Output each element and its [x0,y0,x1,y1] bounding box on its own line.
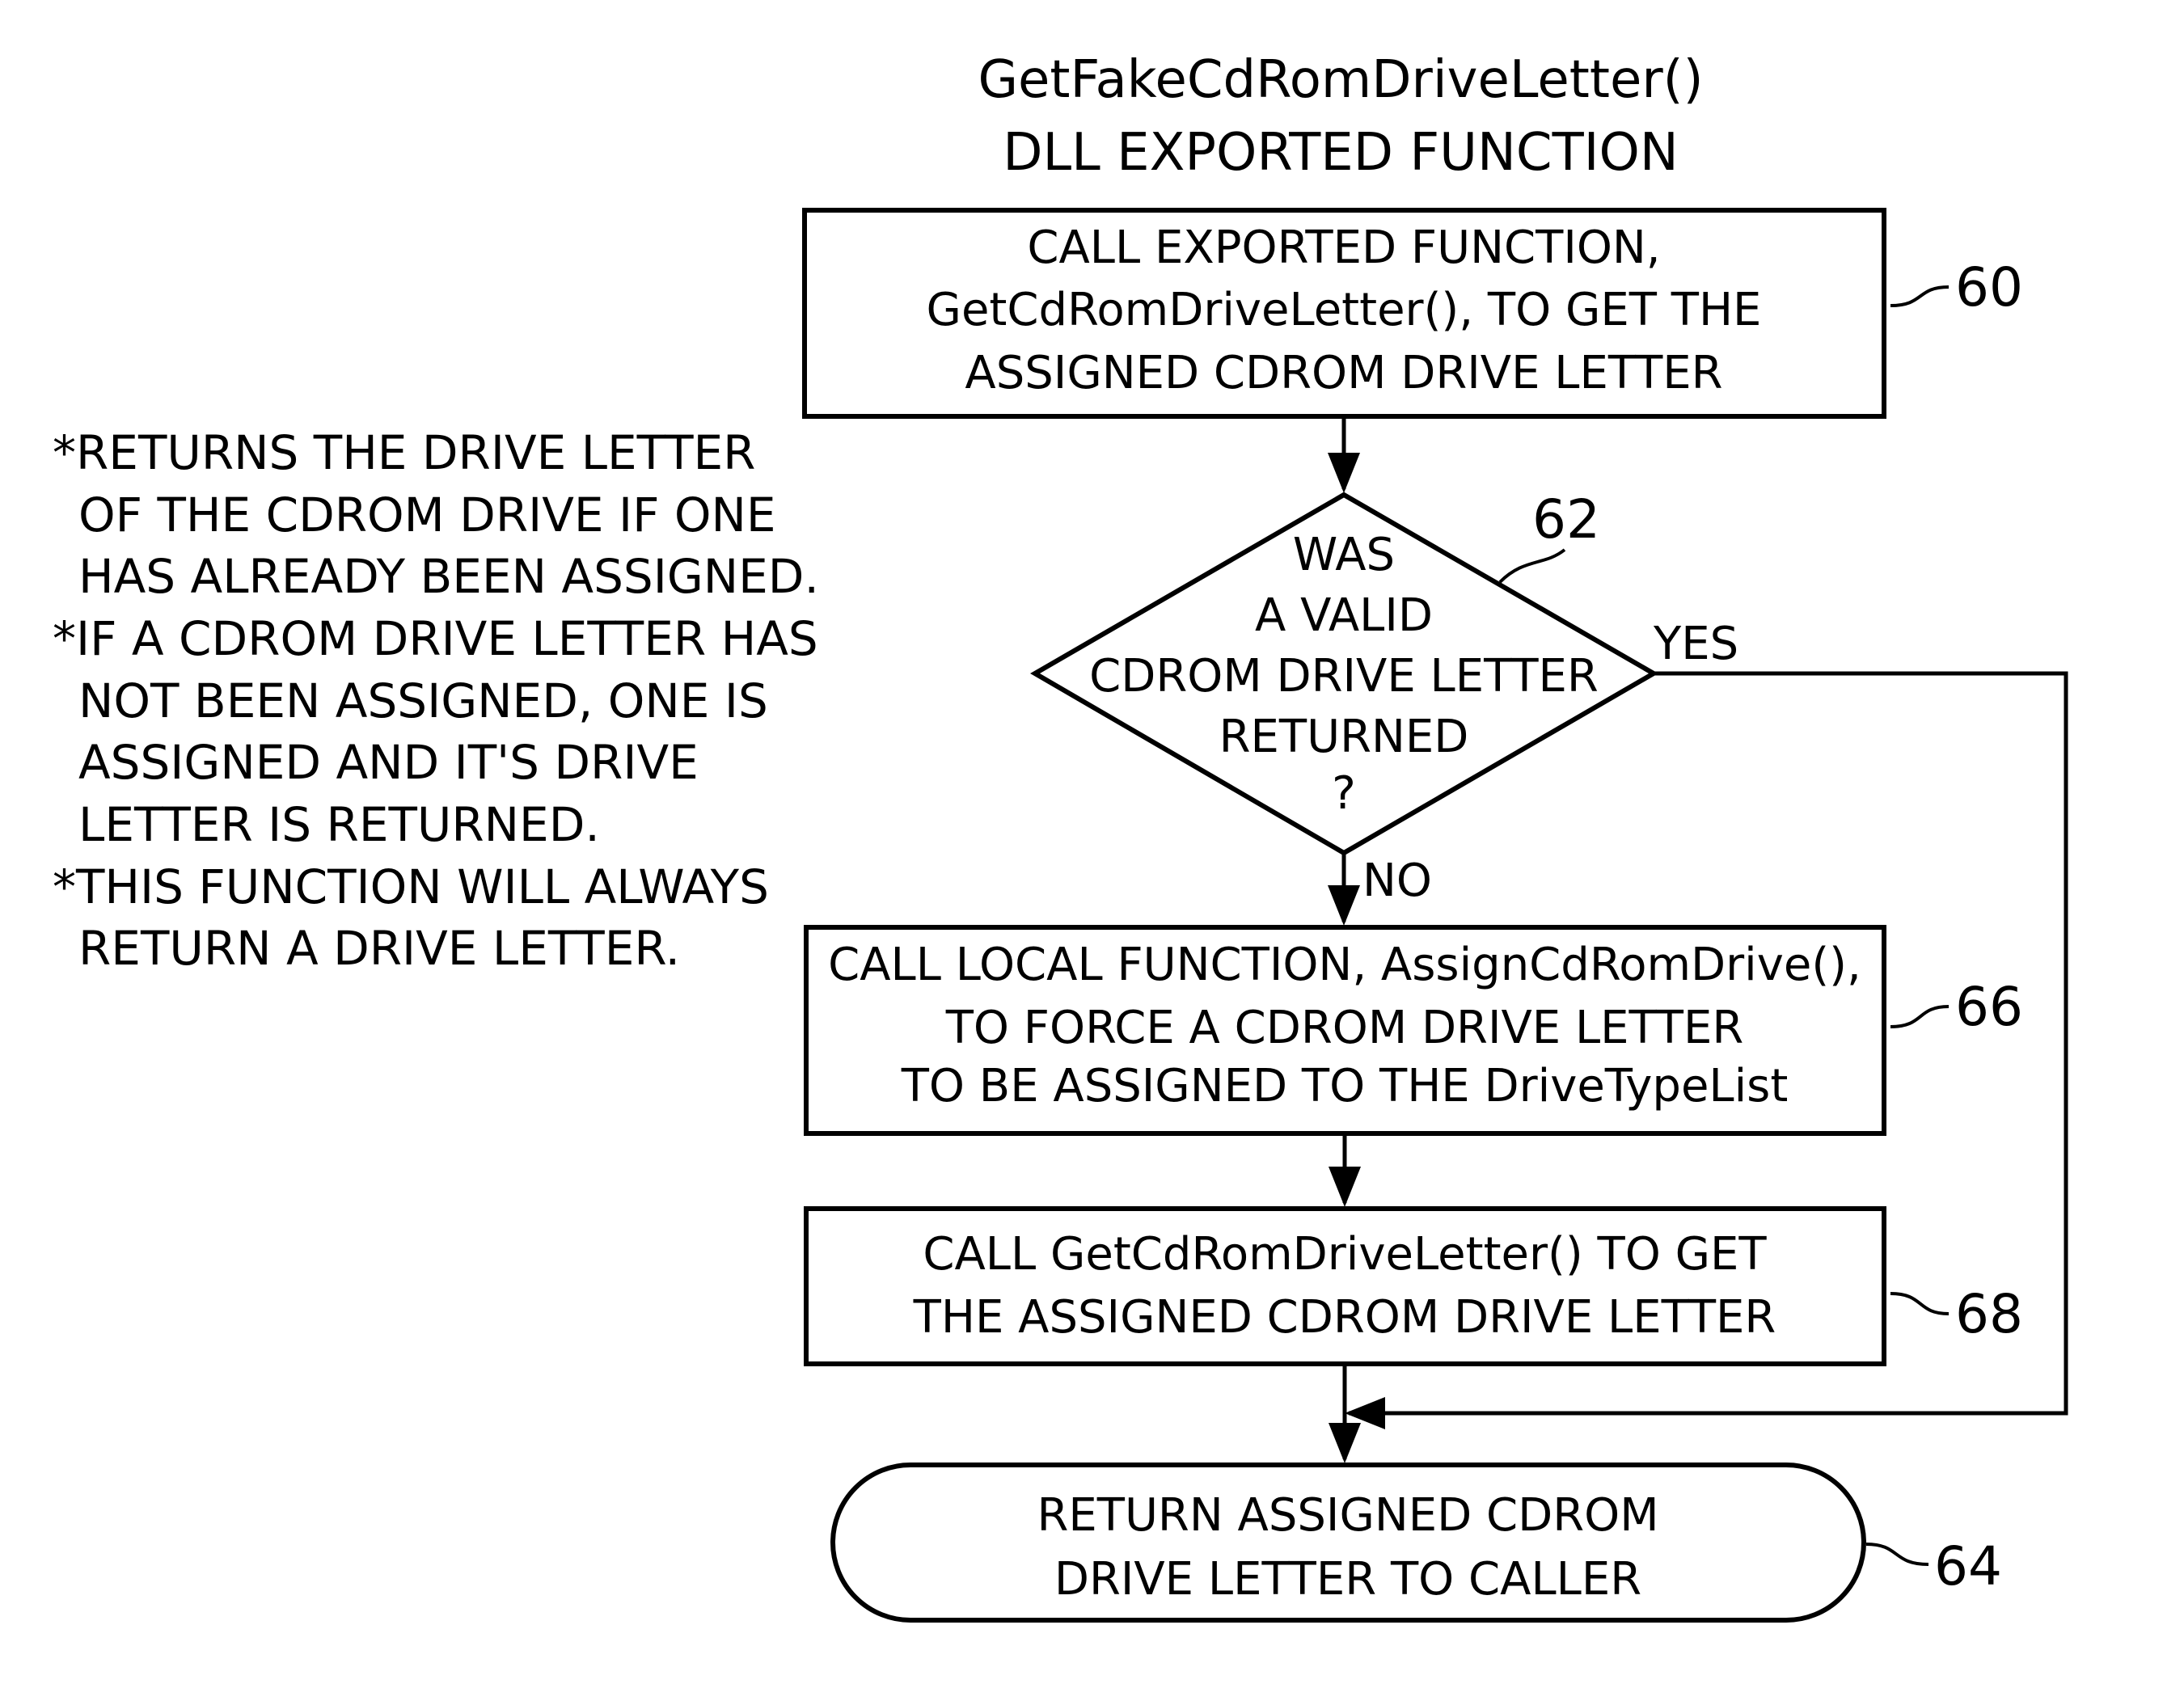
step-66-box: CALL LOCAL FUNCTION, AssignCdRomDrive(),… [806,927,1884,1133]
ref-60-leader [1890,287,1949,306]
note-line: OF THE CDROM DRIVE IF ONE [78,488,776,542]
ref-68-leader [1890,1294,1949,1314]
ref-64-leader [1866,1544,1928,1564]
decision-62-text: WAS [1293,529,1395,581]
terminal-64-text: RETURN ASSIGNED CDROM [1037,1489,1658,1542]
note-line: HAS ALREADY BEEN ASSIGNED. [78,549,819,604]
notes-block: *RETURNS THE DRIVE LETTER OF THE CDROM D… [53,425,819,976]
ref-60-label: 60 [1955,256,2023,319]
no-label: NO [1362,855,1432,907]
step-68-text: THE ASSIGNED CDROM DRIVE LETTER [913,1291,1776,1344]
ref-62-leader [1500,550,1565,582]
decision-62-text: A VALID [1255,589,1433,642]
decision-62-text: ? [1332,767,1356,820]
step-60-text: GetCdRomDriveLetter(), TO GET THE [927,284,1762,336]
ref-66-leader [1890,1007,1949,1027]
terminal-64: RETURN ASSIGNED CDROM DRIVE LETTER TO CA… [833,1465,1864,1620]
step-60-text: CALL EXPORTED FUNCTION, [1027,222,1660,274]
ref-68-label: 68 [1955,1283,2023,1345]
step-66-text: CALL LOCAL FUNCTION, AssignCdRomDrive(), [828,939,1861,991]
title-line-1: GetFakeCdRomDriveLetter() [978,50,1703,110]
step-68-text: CALL GetCdRomDriveLetter() TO GET [923,1228,1767,1281]
step-60-text: ASSIGNED CDROM DRIVE LETTER [965,347,1722,399]
note-line: NOT BEEN ASSIGNED, ONE IS [78,673,768,728]
title-line-2: DLL EXPORTED FUNCTION [1003,123,1679,183]
note-line: *IF A CDROM DRIVE LETTER HAS [53,611,818,666]
step-68-box: CALL GetCdRomDriveLetter() TO GET THE AS… [806,1209,1884,1364]
yes-label: YES [1653,618,1738,670]
decision-62-text: CDROM DRIVE LETTER [1089,650,1599,703]
note-line: ASSIGNED AND IT'S DRIVE [78,735,699,790]
terminal-64-text: DRIVE LETTER TO CALLER [1054,1553,1641,1606]
ref-64-label: 64 [1934,1535,2002,1598]
note-line: RETURN A DRIVE LETTER. [78,921,680,976]
note-line: LETTER IS RETURNED. [78,797,600,852]
decision-62-text: RETURNED [1219,711,1469,763]
step-66-text: TO BE ASSIGNED TO THE DriveTypeList [901,1060,1789,1112]
note-line: *RETURNS THE DRIVE LETTER [53,425,755,480]
step-60-box: CALL EXPORTED FUNCTION, GetCdRomDriveLet… [805,210,1884,416]
ref-62-label: 62 [1532,488,1600,551]
note-line: *THIS FUNCTION WILL ALWAYS [53,859,769,914]
step-66-text: TO FORCE A CDROM DRIVE LETTER [945,1002,1744,1054]
ref-66-label: 66 [1955,976,2023,1038]
